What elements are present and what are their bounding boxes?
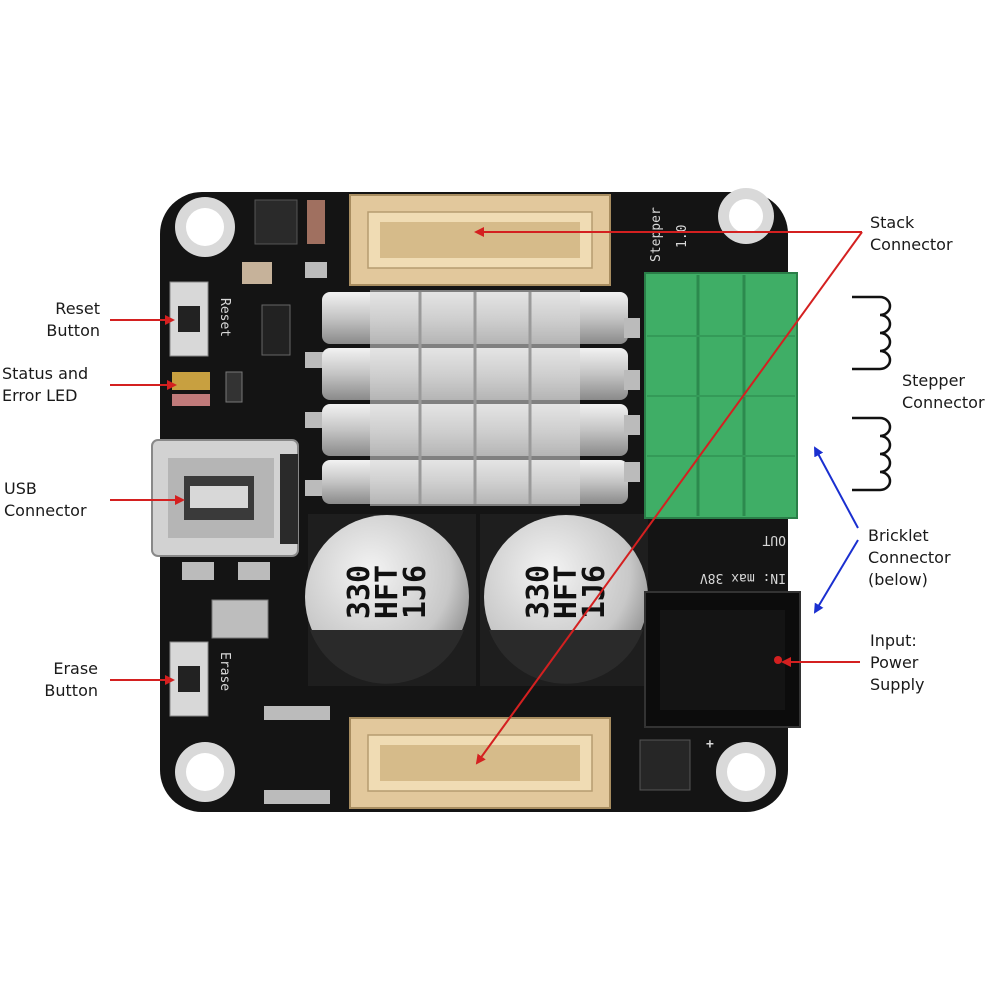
- arrow-stack-bottom: [475, 231, 863, 765]
- label-reset-line-1: Reset: [55, 299, 100, 318]
- reset-button-part: [169, 281, 209, 357]
- label-status-led: Status and Error LED: [2, 363, 88, 407]
- silk-reset: Reset: [217, 298, 232, 337]
- power-jack: [644, 591, 801, 728]
- capacitor-right-text-1: 330: [521, 565, 556, 619]
- label-power-line-2: Power: [870, 653, 919, 672]
- label-usb-line-2: Connector: [4, 501, 87, 520]
- arrow-bricklet-up: [814, 446, 859, 529]
- silk-version: 1.0: [675, 225, 690, 248]
- heatsink: [322, 290, 628, 506]
- silk-in-max: IN: max 38V: [700, 570, 786, 585]
- mounting-hole-top-right: [718, 188, 774, 244]
- label-erase-line-1: Erase: [53, 659, 98, 678]
- pcb-board: 330 HFT 1J6 330 HFT 1J6: [151, 188, 801, 812]
- label-bricklet-line-3: (below): [868, 570, 928, 589]
- stepper-coil-symbol-bottom: [852, 416, 892, 492]
- stack-connector-bottom: [349, 717, 611, 809]
- label-stepper-line-1: Stepper: [902, 371, 966, 390]
- label-bricklet-connector: Bricklet Connector (below): [868, 525, 951, 591]
- stepper-terminal-block: [644, 272, 798, 519]
- silk-out: OUT: [762, 532, 786, 547]
- capacitor-right: 330 HFT 1J6: [480, 514, 648, 686]
- arrow-bricklet-down: [813, 539, 859, 614]
- label-power-line-3: Supply: [870, 675, 925, 694]
- arrows-blue: [813, 446, 859, 614]
- label-reset-line-2: Button: [46, 321, 100, 340]
- capacitor-right-text-2: HFT: [549, 565, 584, 619]
- status-leds: [172, 371, 243, 406]
- silk-plus: +: [706, 737, 714, 752]
- label-stack-line-1: Stack: [870, 213, 915, 232]
- label-power-line-1: Input:: [870, 631, 917, 650]
- arrows-red: [110, 227, 863, 765]
- mounting-hole-bottom-left: [175, 742, 235, 802]
- capacitor-right-text-3: 1J6: [577, 565, 612, 619]
- label-stack-line-2: Connector: [870, 235, 953, 254]
- label-usb-line-1: USB: [4, 479, 37, 498]
- label-status-line-2: Error LED: [2, 386, 78, 405]
- capacitor-left: 330 HFT 1J6: [305, 514, 476, 686]
- label-stepper-connector: Stepper Connector: [902, 370, 985, 414]
- label-reset-button: Reset Button: [46, 298, 100, 342]
- silk-erase: Erase: [217, 652, 232, 691]
- capacitor-left-text-3: 1J6: [398, 565, 433, 619]
- erase-button-part: [169, 641, 209, 717]
- mounting-hole-top-left: [175, 197, 235, 257]
- label-stack-connector: Stack Connector: [870, 212, 953, 256]
- usb-connector-part: [151, 439, 299, 557]
- label-status-line-1: Status and: [2, 364, 89, 383]
- label-erase-line-2: Button: [44, 681, 98, 700]
- label-erase-button: Erase Button: [44, 658, 98, 702]
- silk-stepper: Stepper: [649, 207, 664, 262]
- capacitor-left-text-1: 330: [342, 565, 377, 619]
- label-stepper-line-2: Connector: [902, 393, 985, 412]
- label-usb-connector: USB Connector: [4, 478, 87, 522]
- label-bricklet-line-1: Bricklet: [868, 526, 929, 545]
- label-bricklet-line-2: Connector: [868, 548, 951, 567]
- label-power-input: Input: Power Supply: [870, 630, 925, 696]
- mounting-hole-bottom-right: [716, 742, 776, 802]
- stack-connector-top: [349, 194, 611, 286]
- capacitor-left-text-2: HFT: [370, 565, 405, 619]
- stepper-coil-symbol-top: [852, 295, 892, 371]
